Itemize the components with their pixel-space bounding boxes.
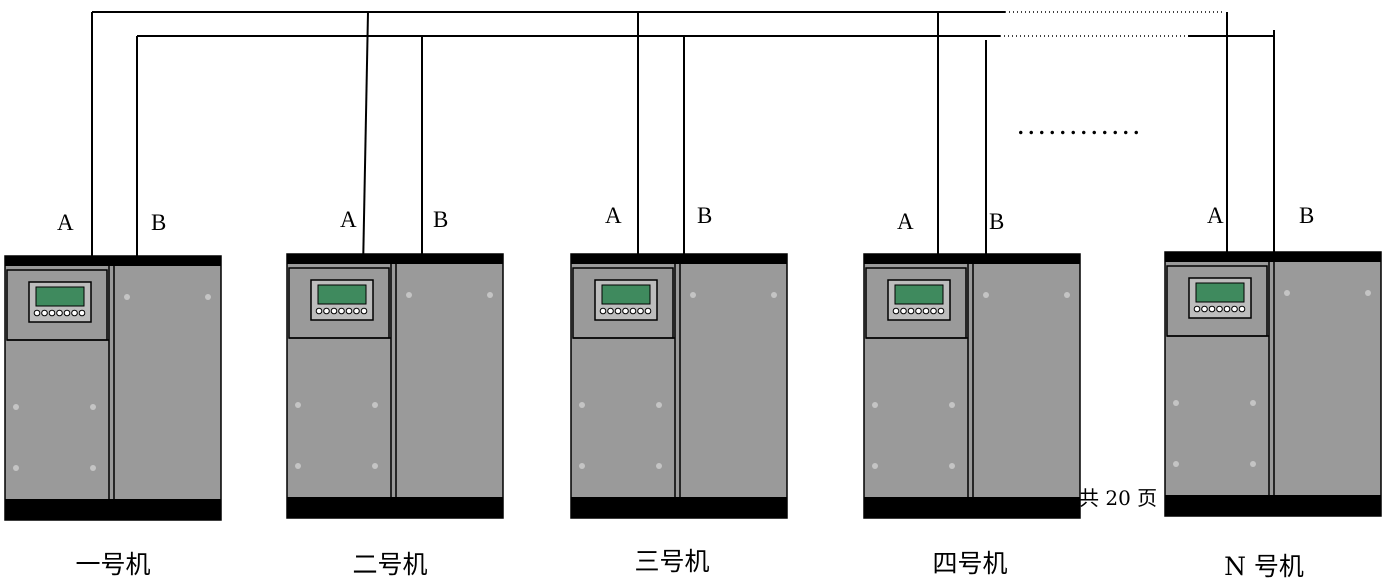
label-b-3: B bbox=[697, 203, 712, 228]
display-screen bbox=[601, 284, 651, 305]
display-screen bbox=[894, 284, 944, 305]
label-b-n: B bbox=[1299, 203, 1314, 228]
machine-name-2: 二号机 bbox=[352, 550, 427, 579]
label-a-3: A bbox=[605, 203, 622, 228]
cabinet-bottom-band bbox=[1165, 495, 1381, 516]
more-machines-ellipsis: ............ bbox=[1017, 108, 1143, 141]
cabinet-bottom-band bbox=[287, 497, 503, 518]
cabinet-top-band bbox=[571, 254, 787, 264]
label-a-n: A bbox=[1207, 203, 1224, 228]
display-screen bbox=[1195, 282, 1245, 303]
bus-a-drop-2 bbox=[362, 11, 369, 271]
machine-name-1: 一号机 bbox=[75, 550, 150, 579]
door-rivets bbox=[872, 292, 1070, 469]
label-a-4: A bbox=[897, 209, 914, 234]
label-a-1: A bbox=[57, 210, 74, 235]
cabinet-top-band bbox=[287, 254, 503, 264]
display-screen bbox=[317, 284, 367, 305]
keypad-buttons bbox=[315, 307, 368, 315]
cabinet-top-band bbox=[5, 256, 221, 266]
display-screen bbox=[35, 286, 85, 307]
label-b-2: B bbox=[433, 207, 448, 232]
keypad-buttons bbox=[599, 307, 652, 315]
keypad-buttons bbox=[33, 309, 86, 317]
cabinet-bottom-band bbox=[5, 499, 221, 520]
cabinet-bottom-band bbox=[571, 497, 787, 518]
cabinet-bottom-band bbox=[864, 497, 1080, 518]
bus-a bbox=[91, 11, 1228, 271]
machine-name-3: 三号机 bbox=[634, 547, 709, 576]
machine-name-4: 四号机 bbox=[932, 549, 1007, 578]
cabinet-top-band bbox=[864, 254, 1080, 264]
machine-cabinet-4 bbox=[863, 253, 1081, 519]
label-b-4: B bbox=[989, 209, 1004, 234]
label-a-2: A bbox=[340, 207, 357, 232]
machine-name-n: N 号机 bbox=[1224, 552, 1304, 581]
door-rivets bbox=[579, 292, 777, 469]
machine-cabinet-3 bbox=[570, 253, 788, 519]
door-rivets bbox=[295, 292, 493, 469]
door-rivets bbox=[13, 294, 211, 471]
keypad-buttons bbox=[892, 307, 945, 315]
cabinet-top-band bbox=[1165, 252, 1381, 262]
bus-b bbox=[136, 30, 1275, 256]
machine-cabinet-n bbox=[1164, 251, 1382, 517]
door-rivets bbox=[1173, 290, 1371, 467]
keypad-buttons bbox=[1193, 305, 1246, 313]
page-count-footer: 共 20 页 bbox=[1079, 486, 1157, 510]
machine-cabinet-2 bbox=[286, 253, 504, 519]
label-b-1: B bbox=[151, 210, 166, 235]
machine-cabinet-1 bbox=[4, 255, 222, 521]
